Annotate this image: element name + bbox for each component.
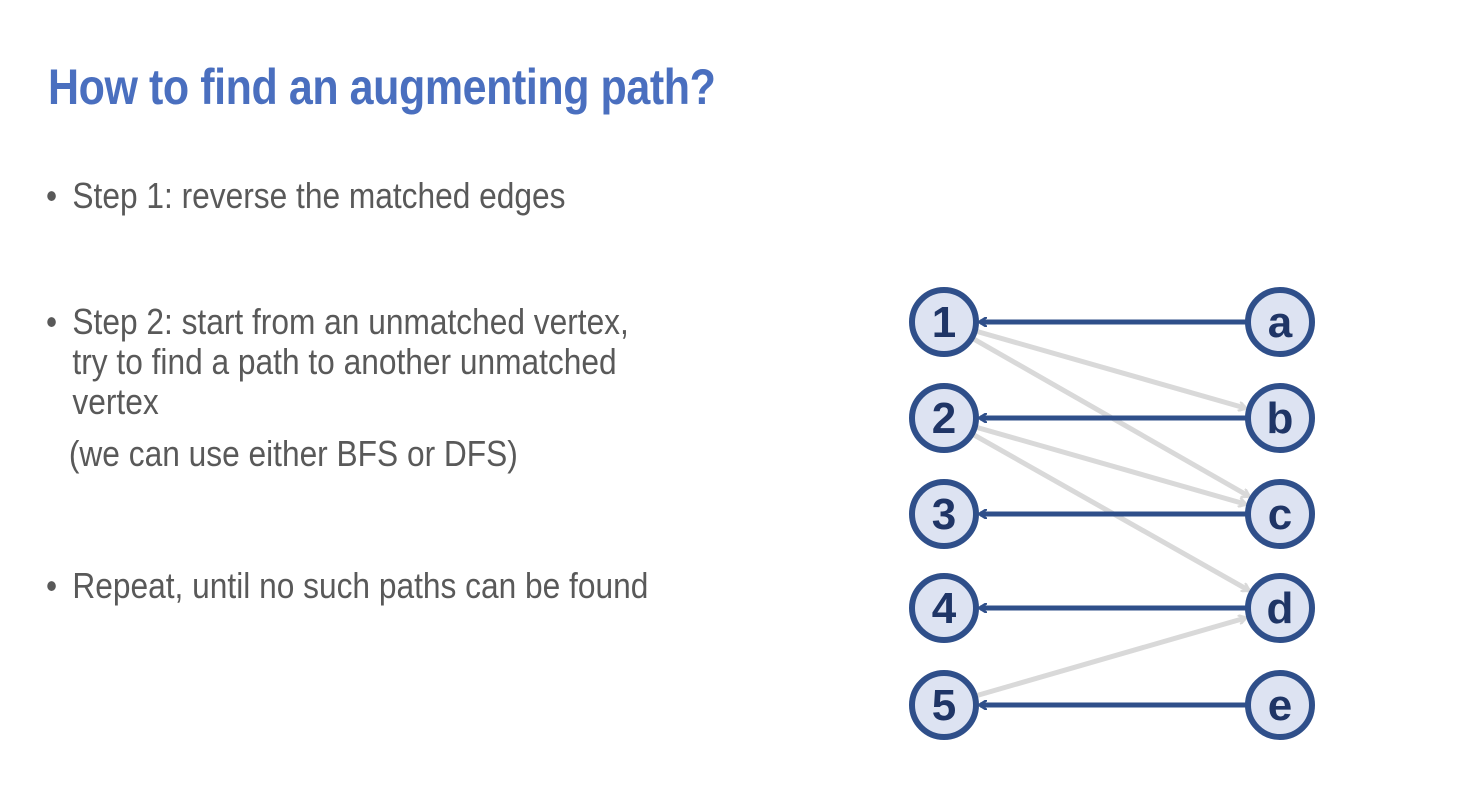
bullet-text: try to find a path to another unmatched [72, 341, 617, 382]
vertex-label: 1 [932, 298, 956, 347]
unmatched-edge-5-d [966, 618, 1245, 701]
bullet-text: Repeat, until no such paths can be found [72, 565, 649, 606]
bullet-note: (we can use either BFS or DFS) [68, 433, 518, 474]
vertex-label: b [1267, 394, 1294, 443]
slide-title: How to find an augmenting path? [48, 59, 716, 115]
vertex-circle [909, 670, 979, 740]
vertex-b: b [1245, 383, 1315, 453]
unmatched-edge-1-b [966, 326, 1245, 409]
vertex-label: 3 [932, 490, 956, 539]
vertex-d: d [1245, 573, 1315, 643]
vertex-circle [1245, 479, 1315, 549]
vertex-label: 2 [932, 394, 956, 443]
bullet-step-2: • Step 2: start from an unmatched vertex,… [46, 302, 629, 474]
vertex-label: d [1267, 584, 1294, 633]
vertex-circle [1245, 287, 1315, 357]
vertex-circle [909, 383, 979, 453]
unmatched-edge-2-c [966, 422, 1245, 505]
vertex-circle [909, 287, 979, 357]
unmatched-edge-2-d [963, 427, 1249, 593]
bullet-step-1: • Step 1: reverse the matched edges [46, 176, 566, 216]
vertex-circle [1245, 383, 1315, 453]
bullet-dot: • [46, 175, 58, 216]
bullet-repeat: • Repeat, until no such paths can be foun… [46, 566, 648, 606]
vertex-label: 4 [932, 584, 957, 633]
vertex-a: a [1245, 287, 1315, 357]
vertex-circle [909, 479, 979, 549]
vertex-label: c [1268, 490, 1292, 539]
vertex-4: 4 [909, 573, 979, 643]
bullet-text: Step 1: reverse the matched edges [72, 175, 566, 216]
bullet-text: vertex [72, 381, 159, 422]
bullet-text: Step 2: start from an unmatched vertex, [72, 301, 629, 342]
vertex-2: 2 [909, 383, 979, 453]
vertex-c: c [1245, 479, 1315, 549]
bullet-dot: • [46, 565, 58, 606]
vertex-e: e [1245, 670, 1315, 740]
vertex-circle [1245, 670, 1315, 740]
bullet-dot: • [46, 301, 58, 342]
vertex-1: 1 [909, 287, 979, 357]
vertex-label: 5 [932, 681, 956, 730]
unmatched-edge-1-c [963, 331, 1249, 499]
vertex-label: a [1268, 298, 1293, 347]
vertex-3: 3 [909, 479, 979, 549]
vertex-5: 5 [909, 670, 979, 740]
vertex-circle [1245, 573, 1315, 643]
vertex-label: e [1268, 681, 1292, 730]
vertex-circle [909, 573, 979, 643]
